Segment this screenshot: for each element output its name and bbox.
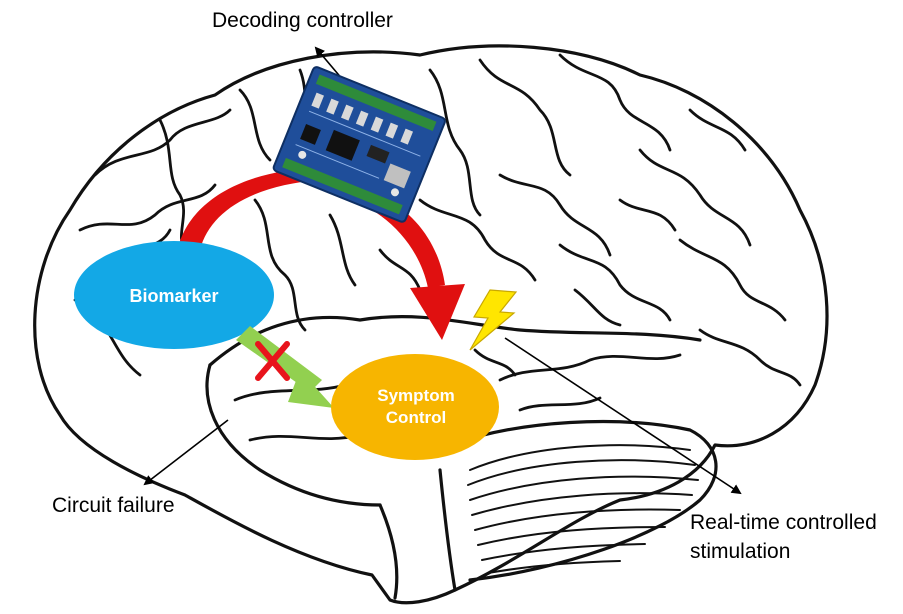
brain-outline [33,44,829,605]
leader-circuit [143,419,229,486]
lightning-bolt-icon [469,289,518,351]
symptom-control-line1: Symptom [377,386,455,405]
biomarker-node [74,241,274,349]
realtime-stimulation-line2: stimulation [690,540,791,563]
realtime-stimulation-line1: Real-time controlled [690,511,877,534]
symptom-control-node [331,354,499,460]
cerebellum-folia [467,444,699,574]
cross-icon [255,341,290,381]
circuit-failure-label: Circuit failure [52,494,175,517]
realtime-stimulation-label: Real-time controlled stimulation [690,508,877,566]
decoding-controller-label: Decoding controller [212,9,393,32]
red-arrow-right-head [410,284,465,340]
symptom-control-line2: Control [385,408,447,427]
biomarker-label: Biomarker [129,286,219,306]
symptom-control-label: Symptom Control [336,385,496,429]
circuit-board-icon [272,66,446,223]
leader-realtime [504,337,742,495]
